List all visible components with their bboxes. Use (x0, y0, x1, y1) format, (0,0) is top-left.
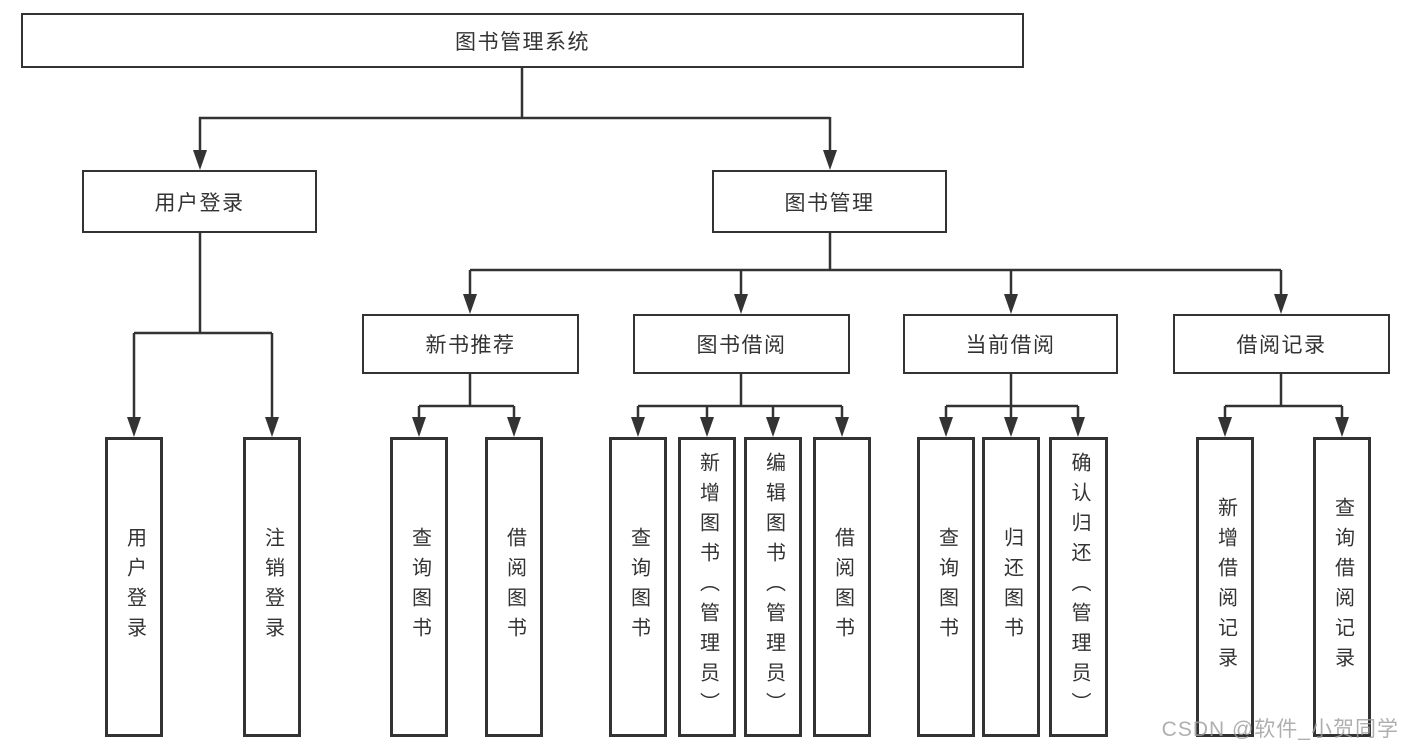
leaf-label: 查询借阅记录 (1331, 497, 1354, 677)
leaf-query-book-borrow: 查询图书 (609, 437, 667, 737)
leaf-label: 查询图书 (935, 527, 958, 647)
node-label: 图书管理 (784, 191, 875, 215)
node-book-borrow: 图书借阅 (633, 314, 850, 374)
leaf-confirm-return-admin: 确认归还（管理员） (1049, 437, 1108, 737)
leaf-return-book: 归还图书 (982, 437, 1040, 737)
node-user-login: 用户登录 (82, 170, 317, 233)
node-label: 图书借阅 (696, 334, 787, 357)
leaf-query-borrow-record: 查询借阅记录 (1313, 437, 1371, 737)
leaf-edit-book-admin: 编辑图书（管理员） (744, 437, 802, 737)
leaf-label: 查询图书 (627, 527, 650, 647)
node-label: 图书管理系统 (455, 30, 590, 54)
leaf-label: 新增借阅记录 (1214, 497, 1237, 677)
node-label: 用户登录 (154, 191, 245, 215)
leaf-add-book-admin: 新增图书（管理员） (678, 437, 736, 737)
node-book-management: 图书管理 (712, 170, 947, 233)
leaf-label: 借阅图书 (831, 527, 854, 647)
leaf-label: 用户登录 (123, 527, 146, 647)
leaf-query-book-recommend: 查询图书 (390, 437, 448, 737)
leaf-borrow-book: 借阅图书 (813, 437, 871, 737)
node-new-book-recommend: 新书推荐 (362, 314, 579, 374)
leaf-label: 归还图书 (1000, 527, 1023, 647)
leaf-borrow-book-recommend: 借阅图书 (485, 437, 543, 737)
leaf-label: 确认归还（管理员） (1068, 452, 1090, 722)
node-current-borrow: 当前借阅 (903, 314, 1118, 374)
node-label: 借阅记录 (1236, 334, 1327, 357)
node-label: 当前借阅 (965, 334, 1056, 357)
leaf-logout: 注销登录 (243, 437, 301, 737)
leaf-label: 注销登录 (261, 527, 284, 647)
node-label: 新书推荐 (425, 334, 516, 357)
node-book-management-system: 图书管理系统 (21, 13, 1024, 68)
leaf-label: 借阅图书 (503, 527, 526, 647)
leaf-label: 新增图书（管理员） (696, 452, 719, 722)
leaf-user-login: 用户登录 (105, 437, 163, 737)
leaf-label: 查询图书 (408, 527, 431, 647)
node-borrow-record: 借阅记录 (1173, 314, 1390, 374)
leaf-query-book-current: 查询图书 (917, 437, 975, 737)
leaf-label: 编辑图书（管理员） (762, 452, 785, 722)
leaf-add-borrow-record: 新增借阅记录 (1196, 437, 1254, 737)
